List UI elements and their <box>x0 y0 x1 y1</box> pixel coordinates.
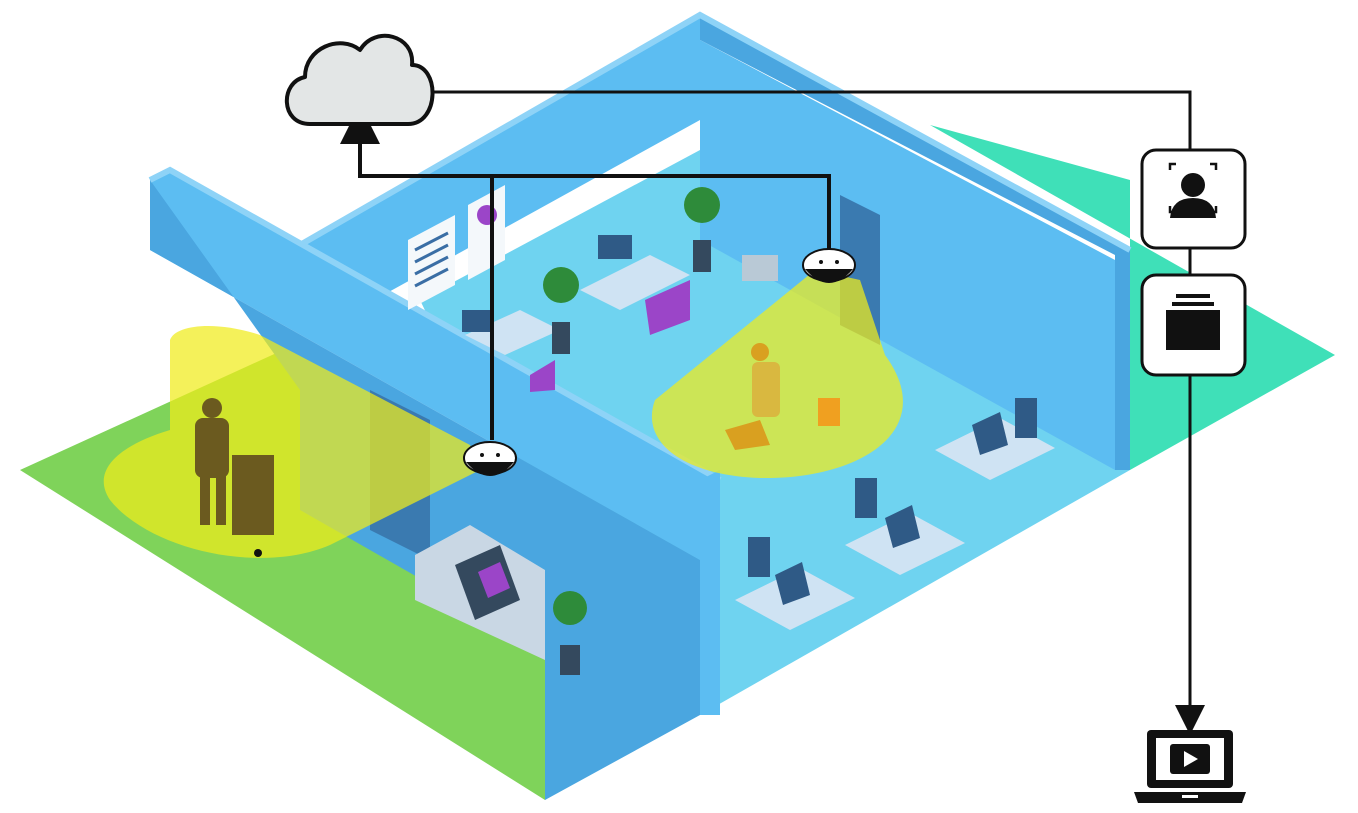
chair-2 <box>855 478 877 518</box>
laptop-1 <box>972 412 1008 455</box>
right-floor-edge <box>930 125 1335 470</box>
face-recognition-icon <box>1168 162 1218 218</box>
cleaning-person <box>725 343 840 450</box>
purple-chair <box>645 280 690 335</box>
plant-mid <box>543 267 579 354</box>
printer <box>742 255 778 281</box>
chair-3 <box>748 537 770 577</box>
monitor-back <box>598 235 632 259</box>
storage-stack-icon <box>1166 294 1220 350</box>
storage-node <box>1140 273 1247 377</box>
coverage-cone-left <box>103 325 480 558</box>
face-recognition-node <box>1140 148 1247 250</box>
desk-mid-left <box>465 310 560 355</box>
purple-chair-2 <box>530 360 555 392</box>
dome-camera-right <box>802 248 856 283</box>
wall-poster-chart <box>468 185 505 280</box>
dome-camera-left <box>463 441 517 476</box>
janitor-silhouette <box>195 398 274 557</box>
desk-right-2 <box>845 513 965 575</box>
laptop-2 <box>885 505 920 548</box>
cable-camera-right <box>340 104 831 250</box>
left-partition-wall <box>150 170 720 715</box>
wall-poster-document <box>408 215 455 310</box>
front-partition-wall <box>700 470 720 715</box>
poster-lines <box>414 231 449 288</box>
desk-back <box>580 255 690 310</box>
plant-back <box>684 187 720 272</box>
cable-cloud-to-face <box>430 90 1192 150</box>
plant-lounge <box>553 591 587 675</box>
back-right-wall <box>700 15 1130 470</box>
back-right-wall-face <box>700 40 1115 470</box>
desk-group <box>462 235 1055 630</box>
laptop-video-player-icon <box>1184 751 1198 767</box>
wall-top-edge <box>298 11 1132 253</box>
monitoring-laptop <box>1134 730 1246 803</box>
chair-1 <box>1015 398 1037 438</box>
back-left-wall <box>300 15 700 330</box>
laptop-3 <box>775 562 810 605</box>
monitor-mid-left <box>462 310 492 332</box>
sofa-pillow <box>478 562 510 598</box>
cloud-icon <box>284 33 435 126</box>
